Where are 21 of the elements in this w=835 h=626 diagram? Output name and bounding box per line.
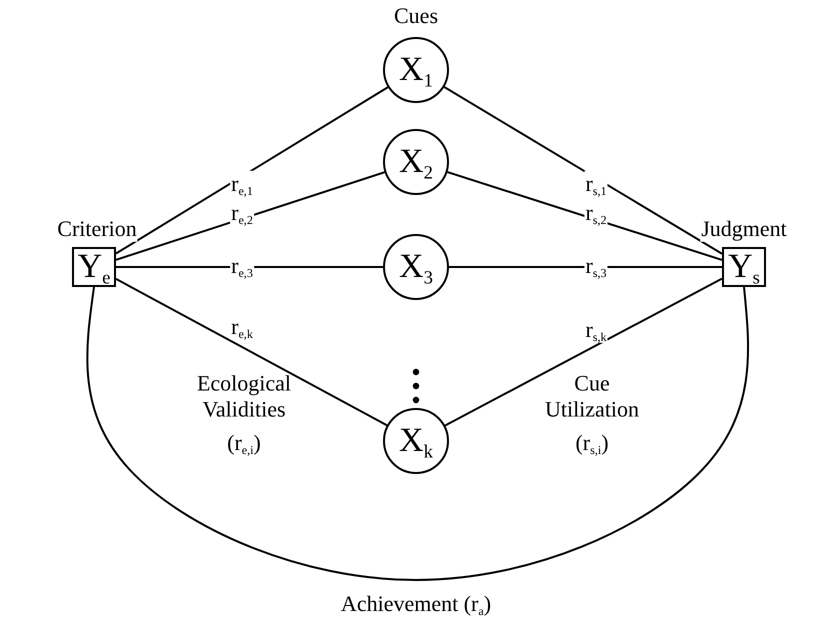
connector-line [116,278,388,426]
annotation-text: (r$_{s,i}$) [574,430,610,456]
annotation-text: Cue Utilization [544,370,640,424]
connector-line [116,171,385,261]
cue-circle: X$_{3}$ [383,234,449,300]
variable-box: Y$_{s}$ [722,247,766,287]
connector-line [444,86,723,255]
connector-line [447,171,722,261]
curved-connector [86,286,749,581]
cue-circle: X$_{2}$ [383,129,449,195]
edge-label: r$_{e,1}$ [230,170,254,198]
annotation-text: (r$_{e,i}$) [226,430,262,456]
cue-circle: X$_{k}$ [383,408,449,474]
connector-line [115,86,388,254]
connector-line [449,266,722,268]
variable-box: Y$_{e}$ [72,247,116,287]
edge-label: r$_{s,1}$ [584,170,608,198]
connector-line [116,266,383,268]
cue-circle: X$_{1}$ [383,37,449,103]
connector-line [444,278,722,426]
annotation-text: Ecological Validities [196,370,292,424]
